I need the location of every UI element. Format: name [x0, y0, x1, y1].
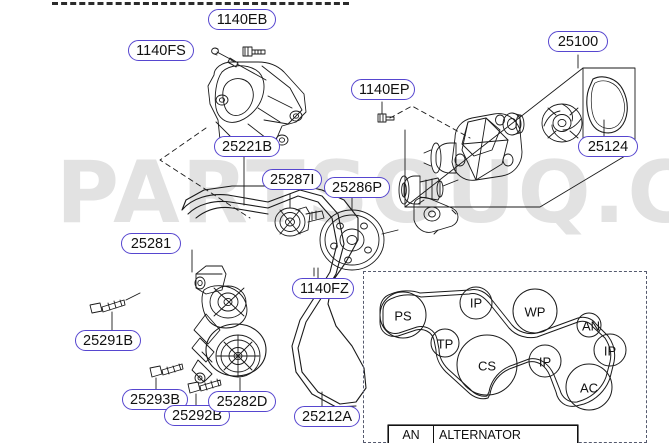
pulley-ip-center-circle — [528, 344, 562, 378]
belt-lower-loop-art — [205, 323, 267, 377]
legend-code: AN — [388, 425, 434, 443]
pulley-label-wp: WP — [524, 304, 546, 320]
pump-shaft-parts-art — [398, 175, 459, 205]
legend-description: ALTERNATOR — [433, 425, 578, 443]
pulley-label-cs: CS — [477, 358, 497, 374]
idler-25282d-art — [215, 334, 261, 378]
legend-table: AN ALTERNATOR — [388, 425, 578, 443]
pulley-label-ip-right: IP — [603, 343, 617, 359]
leader-dash-bracket — [159, 127, 251, 219]
callout-25100[interactable]: 25100 — [548, 31, 608, 52]
callout-25212a[interactable]: 25212A — [294, 406, 360, 427]
bolt-25292b-art — [187, 378, 222, 394]
pulley-label-ps: PS — [394, 308, 412, 324]
callout-1140fs[interactable]: 1140FS — [128, 40, 194, 61]
callout-25287i[interactable]: 25287I — [262, 169, 322, 190]
callout-1140eb[interactable]: 1140EB — [208, 9, 276, 30]
legend-row: AN ALTERNATOR — [388, 425, 578, 443]
bolt-25291b-art — [89, 292, 141, 314]
belt-routing-art — [379, 286, 627, 411]
callout-25124[interactable]: 25124 — [578, 136, 638, 157]
pulley-label-ip-center: IP — [538, 354, 552, 370]
callout-25221b[interactable]: 25221B — [214, 136, 280, 157]
pulley-label-ip-top: IP — [469, 295, 483, 311]
pulley-ac-circle — [565, 363, 613, 411]
idler-25287i-art — [274, 206, 325, 237]
gasket-25124-art — [586, 76, 628, 134]
bolt-1140eb-art — [242, 46, 266, 57]
bolt-1140ep-art — [377, 113, 395, 123]
pulley-an-circle — [576, 312, 602, 338]
leader-dash-1140ep — [389, 105, 471, 139]
callout-1140ep[interactable]: 1140EP — [351, 79, 415, 100]
callout-25286p[interactable]: 25286P — [324, 177, 390, 198]
pulley-label-ac: AC — [579, 380, 599, 396]
pump-flange-art — [413, 197, 459, 235]
bolt-25293b-art — [149, 363, 184, 378]
pulley-label-an: AN — [581, 318, 601, 334]
callout-25293b[interactable]: 25293B — [122, 389, 188, 410]
callout-25281[interactable]: 25281 — [121, 233, 181, 254]
top-dashed-border — [52, 2, 349, 5]
water-pump-body-art — [423, 113, 523, 181]
callout-1140fz[interactable]: 1140FZ — [292, 278, 354, 299]
water-pump-impeller-art — [541, 103, 583, 143]
callout-25282d[interactable]: 25282D — [208, 391, 276, 412]
bolt-1140fs-art — [211, 47, 267, 81]
pulley-label-tp: TP — [436, 336, 454, 352]
callout-25291b[interactable]: 25291B — [75, 330, 141, 351]
pulley-ip-right-circle — [593, 333, 627, 367]
pulley-tp-circle — [430, 328, 460, 358]
tensioner-25281-art — [191, 265, 248, 384]
pulley-ip-top-circle — [459, 286, 493, 320]
